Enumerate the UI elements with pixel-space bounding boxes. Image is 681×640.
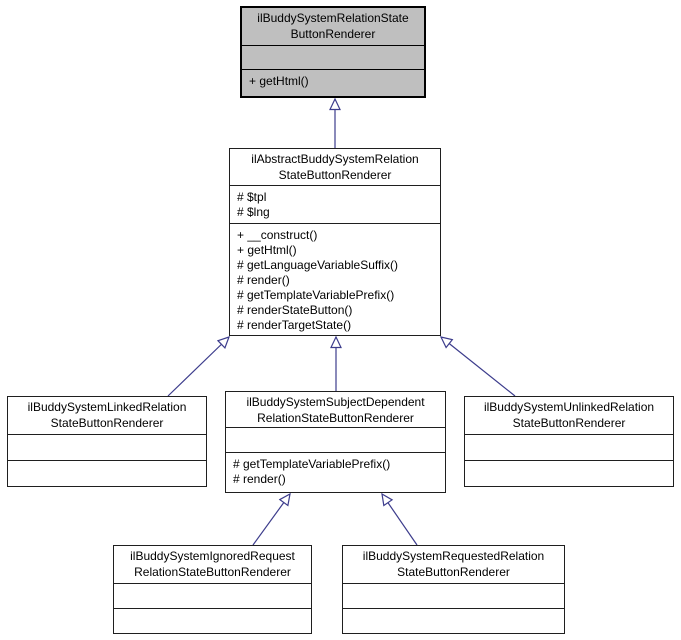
method-line: + getHtml() (237, 243, 297, 257)
class-methods: # getTemplateVariablePrefix()# render() (226, 452, 445, 492)
class-methods: + __construct()+ getHtml()# getLanguageV… (230, 223, 440, 335)
class-methods (8, 460, 206, 486)
class-name-line: ilAbstractBuddySystemRelation (251, 152, 419, 166)
method-line: # render() (233, 472, 286, 486)
class-name-line: StateButtonRenderer (512, 416, 626, 430)
class-fields (114, 583, 311, 608)
class-name-line: ilBuddySystemUnlinkedRelation (483, 400, 655, 414)
class-name-line: RelationStateButtonRenderer (134, 565, 291, 579)
class-methods: + getHtml() (242, 69, 424, 96)
method-line: # getLanguageVariableSuffix() (237, 258, 399, 272)
class-fields: # $tpl# $lng (230, 185, 440, 223)
class-fields (226, 427, 445, 452)
class-name-line: StateButtonRenderer (50, 416, 164, 430)
method-line: # renderTargetState() (237, 318, 352, 332)
class-fields (242, 45, 424, 69)
class-name-line: RelationStateButtonRenderer (257, 411, 414, 425)
class-name-line: StateButtonRenderer (397, 565, 510, 579)
class-name-line: ilBuddySystemLinkedRelation (27, 400, 187, 414)
inheritance-arrow-unlinked-to-abstract (439, 336, 516, 397)
class-name-line: ilBuddySystemRelationState (257, 11, 409, 25)
class-methods (465, 460, 673, 486)
class-name-line: ilBuddySystemIgnoredRequest (130, 549, 295, 563)
class-methods (114, 608, 311, 633)
inheritance-arrow-requested-to-subjectdependent (381, 492, 418, 546)
method-line: # renderStateButton() (237, 303, 353, 317)
class-name-line: ilBuddySystemRequestedRelation (362, 549, 545, 563)
class-methods (343, 608, 564, 633)
method-line: + getHtml() (249, 74, 309, 88)
method-line: + __construct() (237, 228, 318, 242)
class-fields (8, 434, 206, 460)
class-name-line: StateButtonRenderer (278, 168, 392, 182)
class-fields (343, 583, 564, 608)
method-line: # render() (237, 273, 290, 287)
method-line: # getTemplateVariablePrefix() (237, 288, 395, 302)
field-line: # $lng (237, 205, 270, 219)
class-name-line: ButtonRenderer (290, 27, 376, 41)
method-line: # getTemplateVariablePrefix() (233, 457, 391, 471)
inheritance-arrow-linked-to-abstract (167, 336, 231, 397)
field-line: # $tpl (237, 190, 267, 204)
class-name-line: ilBuddySystemSubjectDependent (246, 395, 425, 409)
class-fields (465, 434, 673, 460)
inheritance-arrow-ignoredrequest-to-subjectdependent (252, 492, 291, 546)
